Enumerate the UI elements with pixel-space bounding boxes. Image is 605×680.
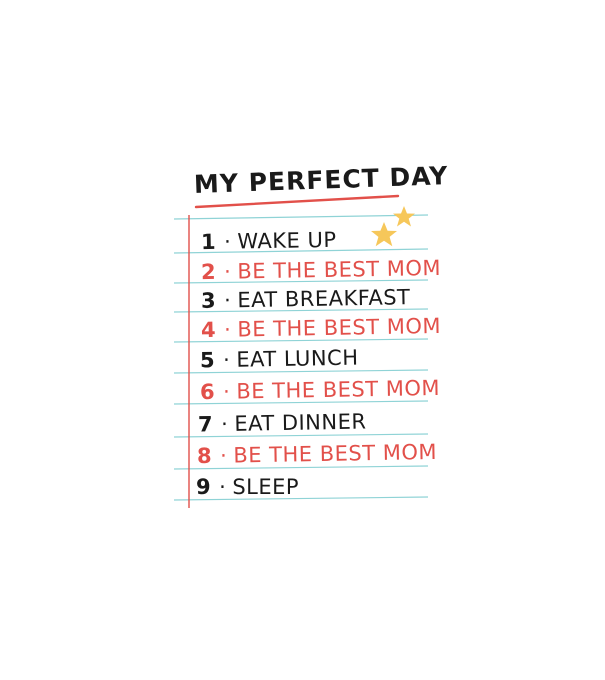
rule-line	[173, 465, 429, 470]
list-item: 3·EAT BREAKFAST	[201, 284, 411, 314]
list-item: 2·BE THE BEST MOM	[201, 255, 441, 285]
item-text: EAT BREAKFAST	[237, 285, 411, 313]
rule-line	[173, 338, 429, 343]
item-text: BE THE BEST MOM	[237, 313, 442, 342]
rule-line	[173, 214, 429, 220]
star-icon	[371, 222, 397, 247]
item-separator: ·	[222, 347, 231, 372]
list-item: 1·WAKE UP	[201, 227, 337, 255]
item-separator: ·	[223, 259, 232, 284]
rule-line	[173, 433, 429, 438]
rule-line	[173, 279, 429, 284]
rule-line	[173, 369, 429, 374]
list-item: 5·EAT LUNCH	[200, 345, 359, 374]
item-number: 7	[197, 412, 214, 437]
rule-line	[173, 248, 429, 254]
list-item: 6·BE THE BEST MOM	[200, 375, 440, 405]
item-number: 6	[199, 379, 216, 405]
item-separator: ·	[223, 229, 232, 254]
item-number: 5	[199, 348, 216, 373]
item-text: SLEEP	[232, 475, 300, 499]
star-icon	[393, 206, 415, 227]
item-number: 4	[200, 317, 217, 343]
item-text: BE THE BEST MOM	[236, 375, 441, 404]
item-text: BE THE BEST MOM	[233, 439, 438, 468]
item-number: 2	[200, 259, 217, 285]
item-number: 9	[196, 475, 212, 499]
rule-line	[173, 308, 429, 313]
item-number: 8	[196, 443, 213, 469]
item-separator: ·	[220, 411, 229, 437]
list-item: 9 ·SLEEP	[196, 474, 299, 500]
item-text: EAT DINNER	[234, 409, 367, 436]
list-item: 4·BE THE BEST MOM	[201, 313, 441, 343]
item-separator: ·	[219, 443, 228, 468]
list-item: 7·EAT DINNER	[198, 409, 367, 438]
rule-line	[173, 496, 429, 501]
item-separator: ·	[223, 288, 232, 313]
rule-line	[173, 400, 429, 405]
item-text: BE THE BEST MOM	[237, 255, 442, 284]
item-separator: ·	[222, 379, 231, 404]
item-text: WAKE UP	[237, 227, 337, 254]
item-number: 1	[200, 229, 217, 255]
item-number: 3	[200, 288, 217, 313]
item-separator: ·	[219, 475, 227, 499]
item-text: EAT LUNCH	[236, 345, 359, 372]
item-separator: ·	[223, 317, 232, 342]
list-item: 8·BE THE BEST MOM	[197, 439, 437, 469]
